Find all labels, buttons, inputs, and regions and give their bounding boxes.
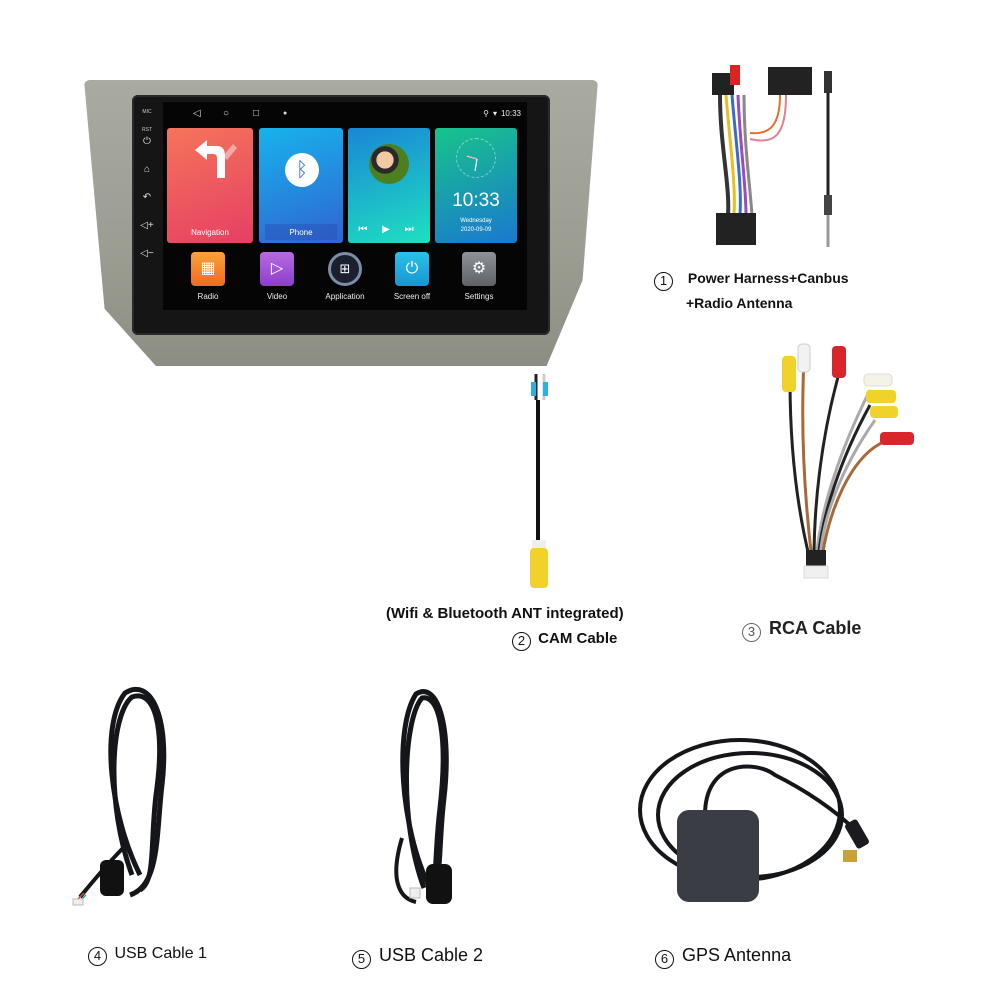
navigation-tile[interactable]: Navigation: [167, 128, 253, 243]
phone-tile[interactable]: ᛒ Phone: [259, 128, 343, 243]
notification-dot-icon: ●: [283, 110, 288, 117]
accessory-2-note: (Wifi & Bluetooth ANT integrated): [386, 605, 624, 622]
android-screen: ◁ ○ □ ● ⚲ ▾ 10:33 Navigation ᛒ Phone ⏮ ▶…: [163, 102, 527, 310]
reset-button[interactable]: RST: [142, 127, 152, 133]
apps-grid-icon: ⊞: [328, 252, 362, 286]
rca-cable-image: [782, 343, 914, 579]
back-icon[interactable]: ↶: [142, 192, 152, 203]
cam-cable-image: [530, 374, 548, 588]
accessory-2-number: 2: [512, 632, 531, 651]
volume-up-icon[interactable]: ◁+: [140, 220, 154, 231]
play-icon[interactable]: ▶: [382, 224, 396, 235]
power-harness-image: [712, 65, 832, 247]
recents-nav-icon[interactable]: □: [253, 108, 260, 119]
screen-off-app[interactable]: ⏻ Screen off: [382, 252, 442, 301]
previous-track-icon[interactable]: ⏮: [358, 224, 374, 235]
next-track-icon[interactable]: ⏭: [404, 224, 420, 235]
power-icon: ⏻: [395, 252, 429, 286]
analog-clock-icon: [456, 138, 496, 178]
accessory-3-number: 3: [742, 623, 761, 642]
power-icon[interactable]: ⏻: [143, 136, 151, 147]
back-nav-icon[interactable]: ◁: [193, 108, 201, 119]
clock-date: 2020-09-09: [460, 227, 492, 233]
accessory-5-caption: 5 USB Cable 2: [352, 945, 483, 969]
settings-gear-icon: ⚙: [462, 252, 496, 286]
home-icon[interactable]: ⌂: [143, 164, 151, 175]
status-time: 10:33: [500, 109, 521, 118]
wifi-icon: ▾: [492, 109, 497, 118]
accessory-1-caption: 1 Power Harness+Canbus: [654, 270, 849, 291]
accessory-1-number: 1: [654, 272, 673, 291]
phone-label: Phone: [289, 228, 313, 237]
radio-icon: ▦: [191, 252, 225, 286]
location-icon: ⚲: [483, 109, 489, 118]
bluetooth-icon: ᛒ: [285, 153, 319, 187]
application-app[interactable]: ⊞ Application: [315, 252, 375, 301]
music-tile[interactable]: ⏮ ▶ ⏭: [348, 128, 430, 243]
home-nav-icon[interactable]: ○: [223, 108, 230, 119]
accessory-4-number: 4: [88, 947, 107, 966]
app-dock: ▦ Radio ▷ Video ⊞ Application ⏻ Screen o…: [163, 248, 527, 308]
route-arrow-icon: [195, 140, 237, 178]
accessory-3-caption: 3 RCA Cable: [742, 618, 861, 642]
clock-day: Wednesday: [460, 218, 492, 224]
usb-cable-2-image: [394, 689, 452, 904]
radio-app[interactable]: ▦ Radio: [178, 252, 238, 301]
accessory-4-caption: 4 USB Cable 1: [88, 945, 207, 966]
accessory-2-caption: 2 CAM Cable: [512, 630, 617, 651]
clock-time: 10:33: [452, 190, 500, 211]
video-icon: ▷: [260, 252, 294, 286]
gps-antenna-image: [638, 738, 869, 902]
status-bar: ◁ ○ □ ● ⚲ ▾ 10:33: [163, 102, 527, 128]
album-art: [369, 144, 409, 184]
mic-label: MIC: [142, 109, 152, 115]
navigation-label: Navigation: [191, 228, 229, 237]
clock-tile[interactable]: 10:33 Wednesday 2020-09-09: [435, 128, 517, 243]
video-app[interactable]: ▷ Video: [247, 252, 307, 301]
usb-cable-1-image: [72, 686, 167, 906]
side-hardware-keys: MIC RST ⏻ ⌂ ↶ ◁+ ◁−: [134, 102, 160, 272]
accessory-1-caption-line2: +Radio Antenna: [686, 295, 793, 311]
accessory-6-number: 6: [655, 950, 674, 969]
accessory-6-caption: 6 GPS Antenna: [655, 945, 791, 969]
volume-down-icon[interactable]: ◁−: [140, 248, 154, 259]
settings-app[interactable]: ⚙ Settings: [449, 252, 509, 301]
accessory-5-number: 5: [352, 950, 371, 969]
